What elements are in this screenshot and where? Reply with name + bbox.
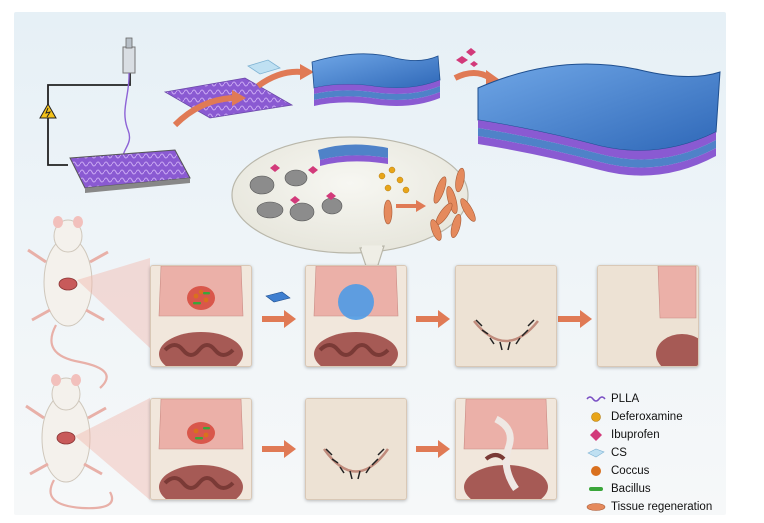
legend-item-deferoxamine: Deferoxamine <box>585 408 755 426</box>
cs-particle-cluster <box>249 169 343 222</box>
syringe-icon <box>122 46 136 74</box>
legend-label: PLLA <box>611 393 640 405</box>
zoom-beam-top <box>77 258 150 348</box>
legend-label: Bacillus <box>611 483 651 495</box>
layered-membrane-small <box>311 53 441 106</box>
cs-sheet-small <box>247 59 281 75</box>
legend-label: Tissue regeneration <box>611 501 713 513</box>
arrow-to-large-membrane <box>453 70 492 81</box>
panel-healed-wound <box>597 265 699 367</box>
coccus-icon <box>585 464 607 478</box>
process-arrows <box>262 310 592 458</box>
arrow-mat-up <box>172 95 233 128</box>
panel-infected-wound <box>150 265 252 367</box>
legend-label: CS <box>611 447 627 459</box>
mechanism-bubble <box>231 136 476 286</box>
deferoxamine-icon <box>585 410 607 424</box>
legend-label: Deferoxamine <box>611 411 683 423</box>
layered-membrane-large <box>477 63 721 176</box>
legend: PLLA Deferoxamine Ibuprofen CS Coccus Ba… <box>585 390 755 516</box>
arrow-to-stack <box>256 68 303 89</box>
panel-infected-wound-control <box>150 398 252 500</box>
rat-top <box>27 216 109 389</box>
legend-item-bacillus: Bacillus <box>585 480 755 498</box>
legend-item-cs: CS <box>585 444 755 462</box>
panel-sutured-control <box>305 398 407 500</box>
tissue-regeneration-icon <box>585 500 607 514</box>
legend-label: Ibuprofen <box>611 429 660 441</box>
legend-item-coccus: Coccus <box>585 462 755 480</box>
plla-fiber-icon <box>585 392 607 406</box>
legend-item-tissue-regeneration: Tissue regeneration <box>585 498 755 516</box>
ibuprofen-particles <box>456 48 478 67</box>
ibuprofen-icon <box>585 428 607 442</box>
legend-label: Coccus <box>611 465 650 477</box>
legend-item-plla: PLLA <box>585 390 755 408</box>
electrospinning-setup <box>39 37 191 193</box>
cs-sheet-icon <box>585 446 607 460</box>
membrane-applied-icon <box>265 291 291 303</box>
rat-bottom <box>25 374 114 510</box>
panel-adhesion-control <box>455 398 557 500</box>
high-voltage-icon <box>39 102 57 119</box>
panel-membrane-applied <box>305 265 407 367</box>
legend-item-ibuprofen: Ibuprofen <box>585 426 755 444</box>
panel-sutured-wound <box>455 265 557 367</box>
regenerated-cells <box>430 167 476 241</box>
bacillus-icon <box>585 482 607 496</box>
zoom-beam-bottom <box>75 398 150 500</box>
